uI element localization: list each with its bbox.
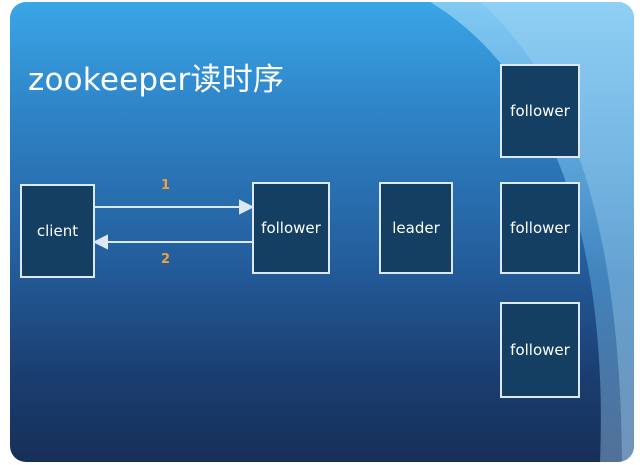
follower-node-top-label: follower [510, 102, 570, 120]
follower-node-mid: follower [500, 182, 580, 274]
leader-node-label: leader [392, 219, 440, 237]
follower-node-bottom: follower [500, 302, 580, 398]
request-arrow [95, 199, 255, 215]
client-node-label: client [36, 222, 79, 240]
follower-node-main: follower [252, 182, 330, 274]
follower-node-bottom-label: follower [510, 341, 570, 359]
slide-background: zookeeper读时序 1 2 client follower leader … [10, 2, 634, 462]
response-step-label: 2 [161, 252, 171, 267]
leader-node: leader [379, 182, 453, 274]
request-step-label: 1 [161, 178, 171, 193]
follower-node-mid-label: follower [510, 219, 570, 237]
arrows-layer [92, 199, 255, 250]
follower-node-main-label: follower [261, 219, 321, 237]
response-arrow [92, 234, 252, 250]
client-node: client [20, 184, 95, 278]
decorative-swoosh [430, 2, 634, 462]
follower-node-top: follower [500, 64, 580, 158]
slide-title: zookeeper读时序 [28, 62, 285, 98]
